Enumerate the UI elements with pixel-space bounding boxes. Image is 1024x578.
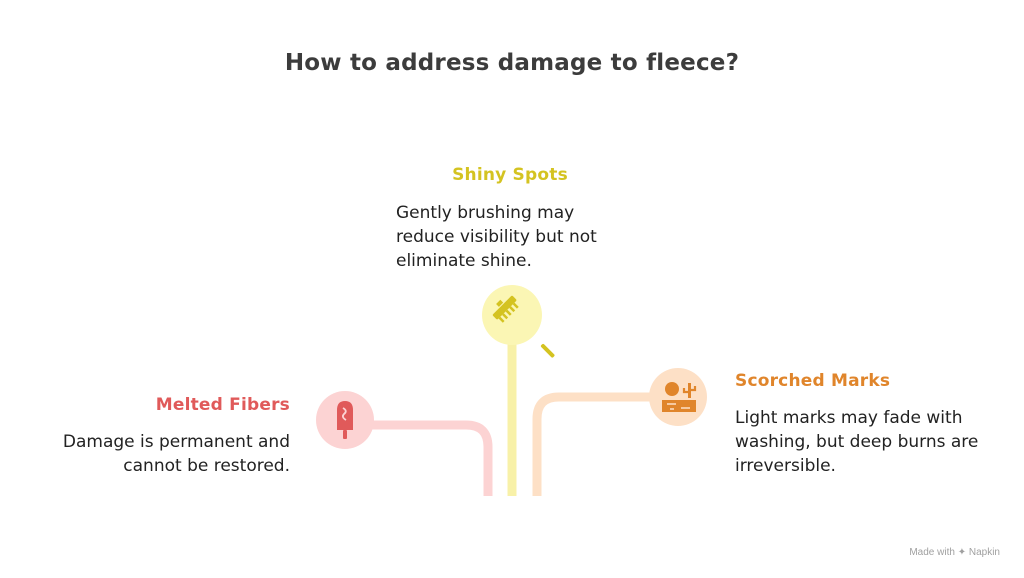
melted-fibers-description: Damage is permanent and cannot be restor… [62, 432, 290, 476]
napkin-logo-icon: ✦ [957, 547, 967, 558]
napkin-watermark[interactable]: Made with ✦ Napkin [909, 547, 1000, 558]
scorched-node [649, 368, 707, 426]
watermark-prefix: Made with [909, 547, 955, 558]
brush-icon [492, 295, 555, 358]
desert-sun-icon [662, 382, 697, 412]
popsicle-icon [337, 401, 353, 439]
scorched-connector [532, 392, 651, 496]
watermark-brand: Napkin [968, 547, 1000, 558]
scorched-marks-description: Light marks may fade with washing, but d… [735, 408, 979, 476]
scorched-marks-heading: Scorched Marks [735, 371, 891, 391]
shiny-spots-description: Gently brushing may reduce visibility bu… [396, 203, 597, 271]
page-title: How to address damage to fleece? [284, 50, 740, 76]
melted-connector [372, 420, 493, 496]
shiny-node [482, 285, 555, 358]
melted-fibers-heading: Melted Fibers [155, 395, 290, 415]
melted-node [316, 391, 374, 449]
shiny-spots-heading: Shiny Spots [452, 165, 568, 185]
